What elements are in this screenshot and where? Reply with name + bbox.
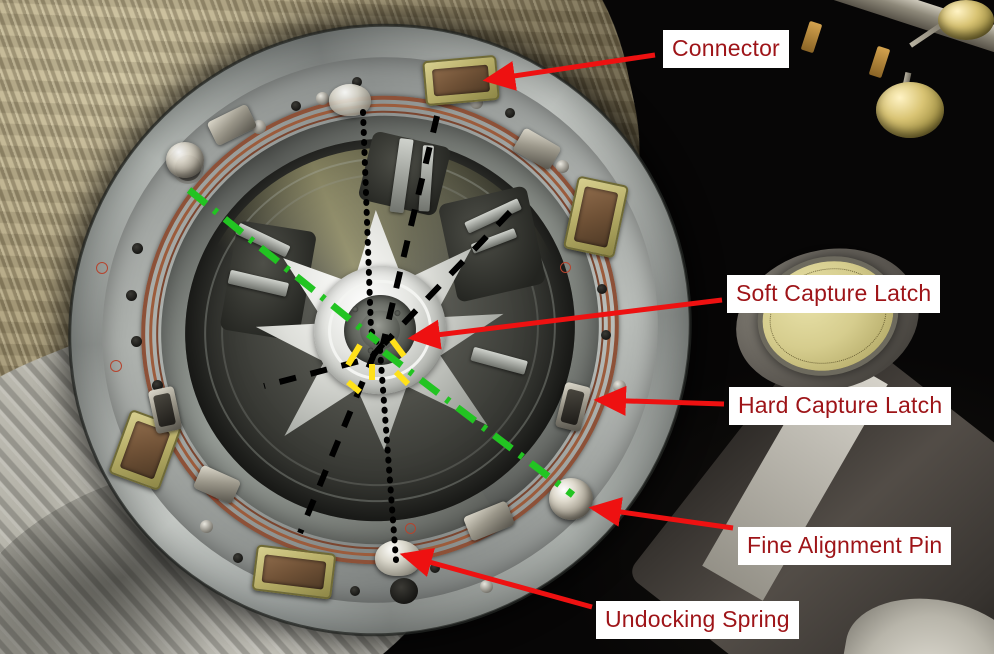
ring-fastener: [556, 160, 569, 173]
ring-bolt-hole: [152, 380, 163, 391]
ring-bolt-hole: [352, 77, 362, 87]
undocking-spring-upper: [329, 84, 371, 116]
central-docking-hub: [241, 192, 520, 468]
ring-bolt-hole: [233, 553, 243, 563]
ring-fastener: [200, 520, 213, 533]
connector-top: [422, 54, 500, 107]
undocking-spring-bottom: [375, 540, 421, 576]
ring-bolt-hole: [131, 336, 142, 347]
ring-bolt-hole: [430, 563, 440, 573]
fine-alignment-pin-left: [166, 142, 204, 178]
ring-bolt-hole: [505, 108, 515, 118]
label-hard-capture-latch: Hard Capture Latch: [729, 387, 952, 425]
ring-bolt-hole: [601, 330, 611, 340]
label-undocking-spring: Undocking Spring: [596, 601, 799, 639]
ring-fastener: [613, 380, 626, 393]
antenna-dish-icon: [938, 0, 994, 40]
antenna-dish-icon: [876, 82, 944, 138]
ring-bolt-hole: [350, 586, 360, 596]
ring-red-marking: [96, 262, 108, 274]
ring-bolt-hole: [132, 243, 143, 254]
label-connector: Connector: [663, 30, 789, 68]
ring-bolt-hole: [597, 284, 607, 294]
ring-red-marking: [405, 523, 416, 534]
ring-bolt-hole: [291, 101, 301, 111]
connector-bottom: [251, 544, 337, 600]
ring-red-marking: [560, 262, 571, 273]
ring-red-marking: [110, 360, 122, 372]
label-fine-alignment-pin: Fine Alignment Pin: [738, 527, 952, 565]
ring-bolt-hole: [126, 290, 137, 301]
ring-fastener: [480, 580, 493, 593]
ring-fastener: [316, 92, 329, 105]
label-soft-capture-latch: Soft Capture Latch: [727, 275, 941, 313]
spring-base-recess: [390, 578, 418, 604]
fine-alignment-pin-right: [549, 478, 593, 520]
